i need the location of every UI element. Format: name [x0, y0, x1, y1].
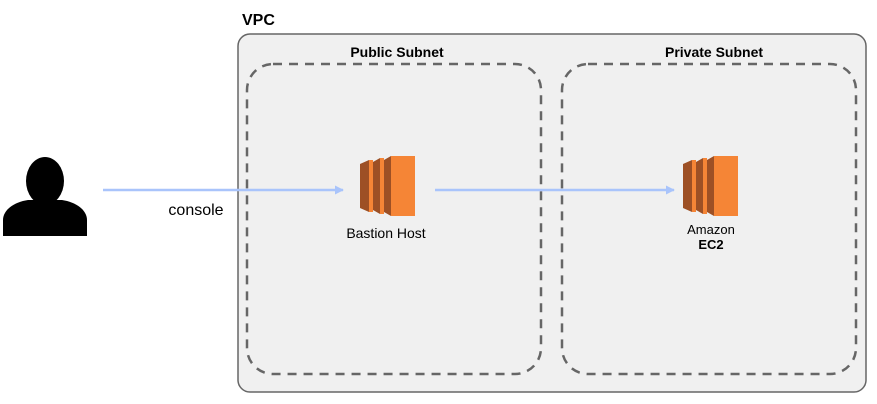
- ec2-label-line1: Amazon: [687, 222, 735, 237]
- private-subnet-box: [560, 62, 858, 376]
- connection-console-label: console: [168, 202, 223, 219]
- vpc-container: VPC: [237, 12, 867, 393]
- ec2-instance-icon: [360, 156, 415, 216]
- ec2-label-line2: EC2: [698, 237, 723, 252]
- ec2-instance-icon: [683, 156, 738, 216]
- private-subnet: Private Subnet: [560, 44, 858, 376]
- vpc-label: VPC: [242, 12, 275, 29]
- ec2-node: Amazon EC2: [683, 156, 738, 252]
- public-subnet: Public Subnet: [245, 44, 543, 376]
- connection-console: console: [103, 185, 344, 219]
- public-subnet-label: Public Subnet: [350, 44, 444, 60]
- bastion-host-label: Bastion Host: [346, 225, 425, 241]
- bastion-host-node: Bastion Host: [346, 156, 426, 241]
- public-subnet-box: [245, 62, 543, 376]
- private-subnet-label: Private Subnet: [665, 44, 763, 60]
- user-icon: [3, 157, 87, 236]
- vpc-box: [237, 33, 867, 393]
